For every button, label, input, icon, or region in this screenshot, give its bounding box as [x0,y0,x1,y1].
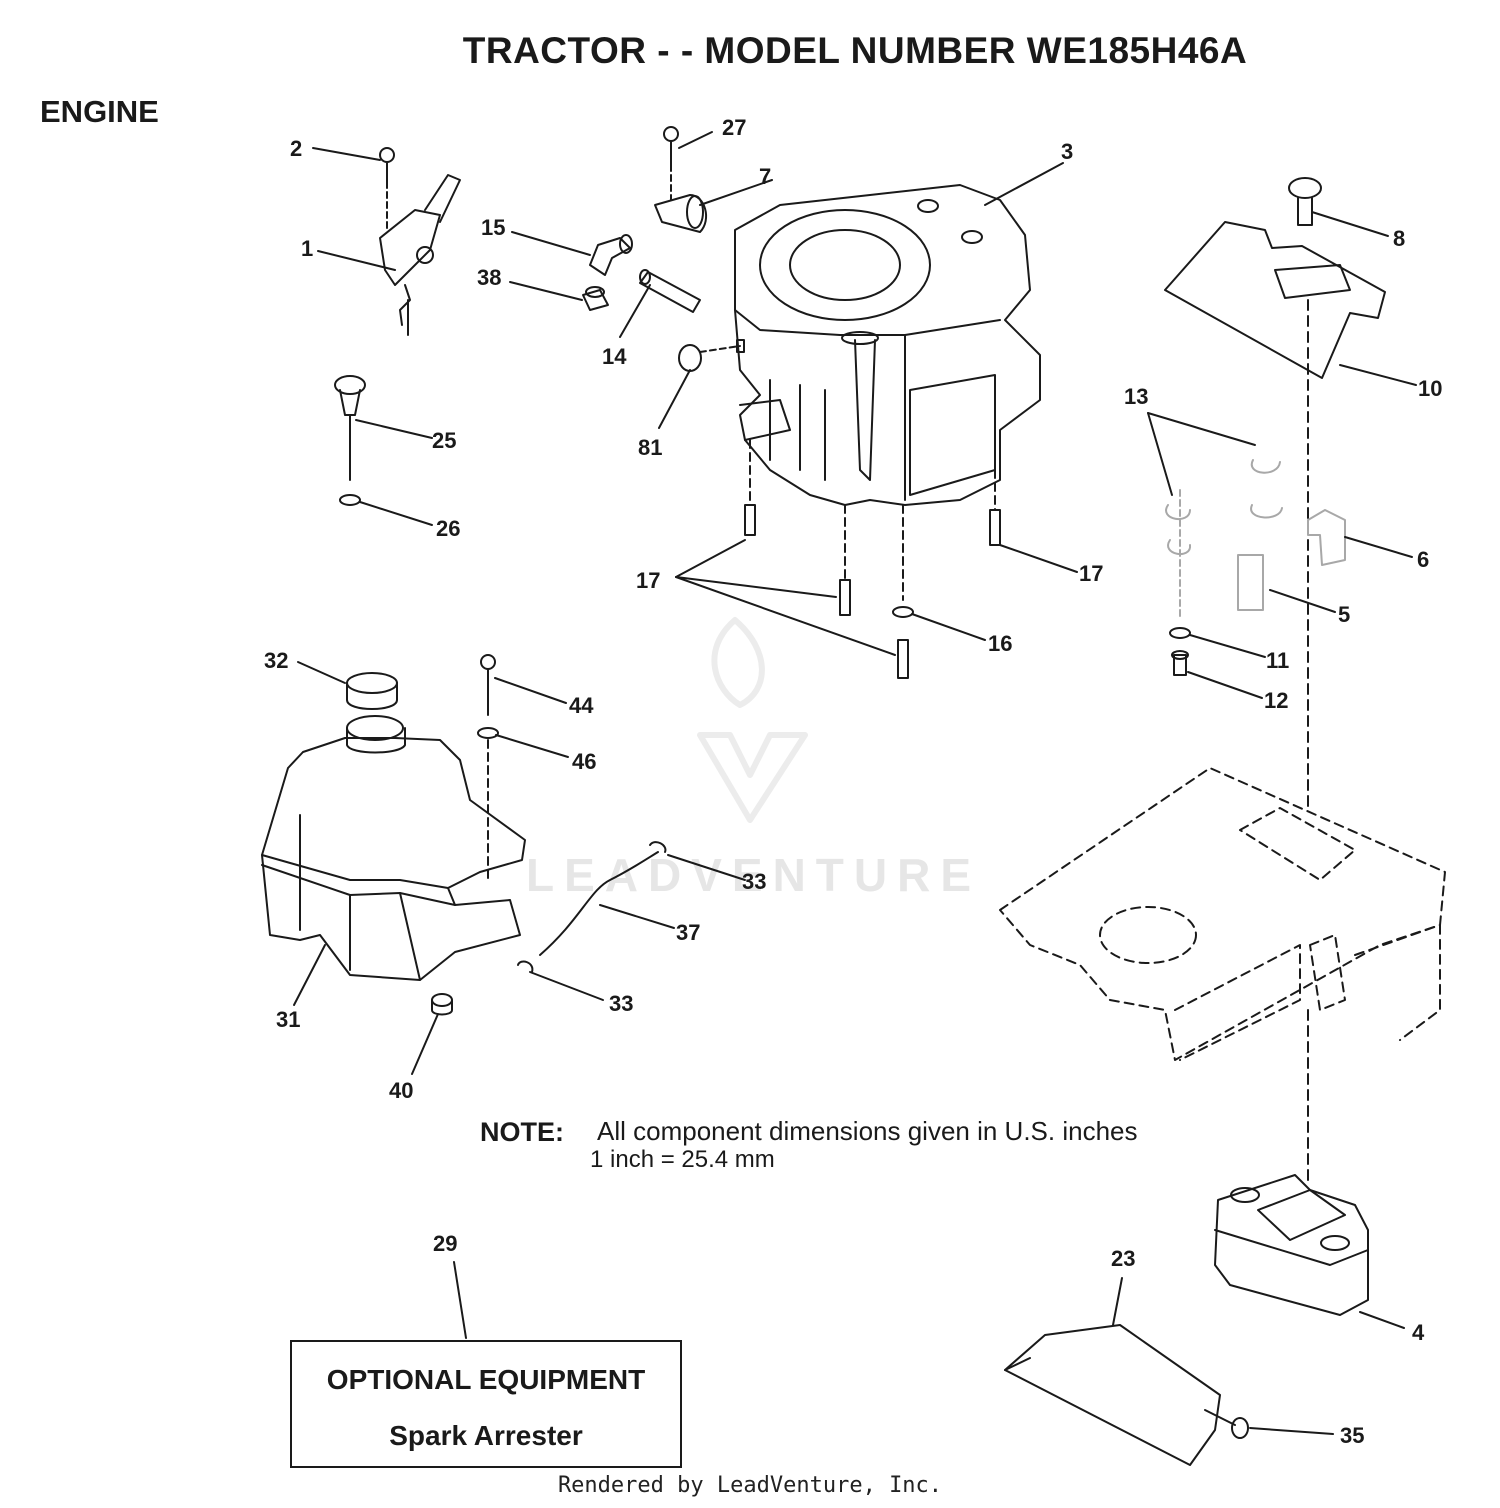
callout-11: 11 [1266,648,1289,673]
callout-4: 4 [1412,1320,1425,1345]
callout-33-b: 33 [609,991,633,1016]
callout-10: 10 [1418,376,1442,401]
part-46-washer [477,727,499,739]
part-31-fuel-tank [261,715,526,981]
part-27-screw [663,126,679,201]
part-33-clamp-lower [517,960,534,973]
callout-33-a: 33 [742,869,766,894]
callout-37: 37 [676,920,700,945]
part-40-grommet [431,993,453,1016]
part-14-pipe [639,269,701,313]
part-35-screw [1204,1409,1249,1439]
callout-12: 12 [1264,688,1288,713]
part-25-choke-knob [334,375,366,481]
part-8-knob [1288,177,1322,226]
watermark-logo [697,617,808,823]
section-heading: ENGINE [40,94,159,129]
callout-35: 35 [1340,1423,1364,1448]
callout-15: 15 [481,215,505,240]
watermark-text: LEADVENTURE [526,849,982,901]
part-15-elbow [589,234,633,276]
part-3-engine [734,184,1041,506]
part-10-shield [1164,221,1386,379]
part-44-screw [480,654,496,716]
part-32-fuel-cap [346,672,398,710]
callout-1: 1 [301,236,313,261]
part-38-fitting [582,286,609,311]
part-17-bolts [744,439,1001,679]
part-13-clamps [1165,459,1283,621]
callout-44: 44 [569,693,594,718]
callout-26: 26 [436,516,460,541]
part-6-fitting [1307,509,1346,566]
note-label: NOTE: [480,1117,564,1147]
part-7-clamp [654,194,708,233]
note-text-dimensions: All component dimensions given in U.S. i… [597,1116,1138,1146]
part-5-spacer [1237,554,1264,611]
part-23-shield [1004,1324,1221,1466]
callout-2: 2 [290,136,302,161]
callout-46: 46 [572,749,596,774]
callout-81: 81 [638,435,662,460]
callout-25: 25 [432,428,456,453]
callout-17-a: 17 [636,568,660,593]
callout-8: 8 [1393,226,1405,251]
part-12-bolt [1171,650,1189,676]
callout-7: 7 [759,164,771,189]
part-81-nut [678,339,745,372]
optional-equipment-box: OPTIONAL EQUIPMENT Spark Arrester [290,1340,682,1468]
tractor-frame [999,767,1446,1061]
part-4-muffler [1214,1174,1369,1316]
callout-6: 6 [1417,547,1429,572]
page-title: TRACTOR - - MODEL NUMBER WE185H46A [0,30,1500,72]
callout-3: 3 [1061,139,1073,164]
title-text: TRACTOR - - MODEL NUMBER WE185H46A [462,30,1248,71]
callout-27: 27 [722,115,746,140]
part-26-washer [339,494,361,506]
part-1-throttle-control [379,174,461,336]
callout-14: 14 [602,344,627,369]
optional-equipment-item: Spark Arrester [389,1420,583,1451]
part-33-clamp-upper [649,841,667,853]
callout-13: 13 [1124,384,1148,409]
callout-31: 31 [276,1007,300,1032]
footer-credit: Rendered by LeadVenture, Inc. [557,1473,943,1498]
part-16-washer [892,606,914,618]
part-37-fuel-line [539,851,659,956]
callout-23: 23 [1111,1246,1135,1271]
callout-16: 16 [988,631,1012,656]
note-text-conversion: 1 inch = 25.4 mm [590,1146,775,1173]
callout-labels: 1 2 3 4 5 6 7 8 10 11 12 13 14 15 16 17 … [264,115,1442,1448]
optional-equipment-title: OPTIONAL EQUIPMENT [326,1364,646,1395]
part-2-screw [379,147,395,231]
callout-32: 32 [264,648,288,673]
callout-38: 38 [477,265,501,290]
callout-5: 5 [1338,602,1350,627]
callout-40: 40 [389,1078,413,1103]
part-11-washer [1169,627,1191,639]
leader-lines [293,131,1417,1435]
callout-17-b: 17 [1079,561,1103,586]
callout-29: 29 [433,1231,457,1256]
